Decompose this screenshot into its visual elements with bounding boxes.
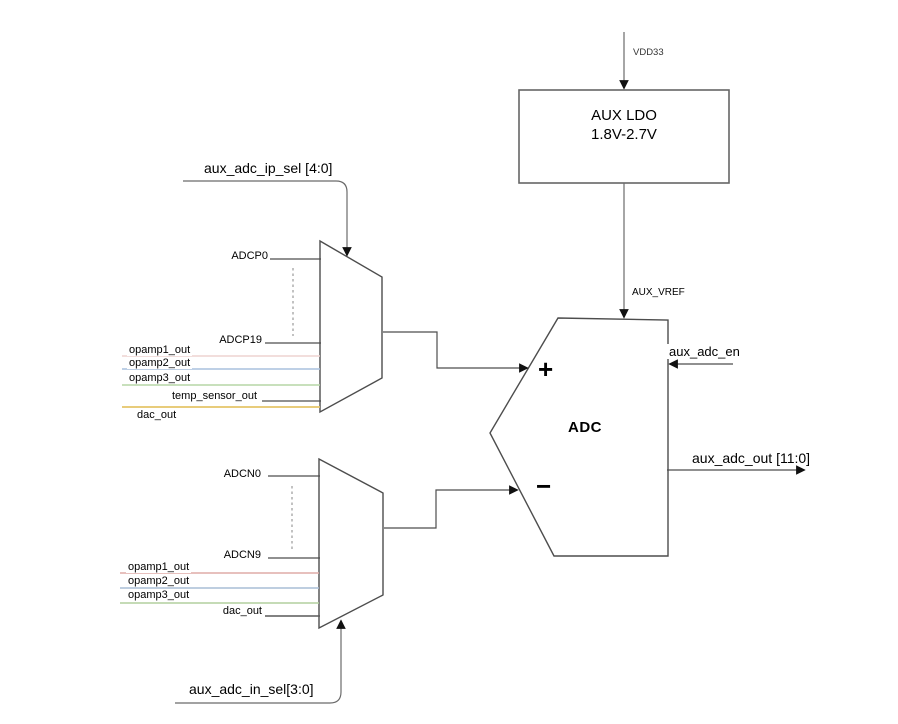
top-mux-select-wire xyxy=(183,180,352,257)
adcp0-label: ADCP0 xyxy=(231,250,268,262)
bottom-opamp3-label: opamp3_out xyxy=(126,589,192,601)
bottom-dac-label: dac_out xyxy=(222,605,262,617)
top-opamp1-label: opamp1_out xyxy=(127,344,193,356)
top-opamp2-label: opamp2_out xyxy=(127,357,193,369)
aux-adc-en-label: aux_adc_en xyxy=(667,344,742,359)
bottom-mux-output-wire xyxy=(384,485,519,529)
bottom-mux-select-label: aux_adc_in_sel[3:0] xyxy=(189,681,314,697)
aux-ldo-range: 1.8V-2.7V xyxy=(591,126,657,143)
vdd33-label: VDD33 xyxy=(633,47,664,58)
bottom-opamp2-label: opamp2_out xyxy=(126,575,192,587)
bottom-mux-shape xyxy=(318,457,384,630)
aux-ldo-title: AUX LDO xyxy=(591,107,657,124)
adc-label: ADC xyxy=(568,419,602,436)
aux-vref-label: AUX_VREF xyxy=(632,287,685,298)
adcn0-label: ADCN0 xyxy=(223,468,261,480)
bottom-opamp1-label: opamp1_out xyxy=(126,561,192,573)
top-mux-shape xyxy=(319,239,383,414)
top-opamp3-label: opamp3_out xyxy=(127,372,193,384)
aux-adc-out-label: aux_adc_out [11:0] xyxy=(692,450,811,466)
adcp19-label: ADCP19 xyxy=(219,334,262,346)
temp-sensor-label: temp_sensor_out xyxy=(172,390,257,402)
bottom-mux-select-wire xyxy=(175,619,346,704)
adc-shape xyxy=(489,317,669,557)
aux-ldo-text: AUX LDO 1.8V-2.7V xyxy=(519,106,729,144)
top-mux-select-label: aux_adc_ip_sel [4:0] xyxy=(204,160,333,176)
adc-plus-input-sign: + xyxy=(538,354,554,384)
top-mux-output-wire xyxy=(383,331,529,373)
adc-minus-input-sign: − xyxy=(536,471,552,501)
top-dac-label: dac_out xyxy=(135,409,179,421)
adcn9-label: ADCN9 xyxy=(223,549,261,561)
